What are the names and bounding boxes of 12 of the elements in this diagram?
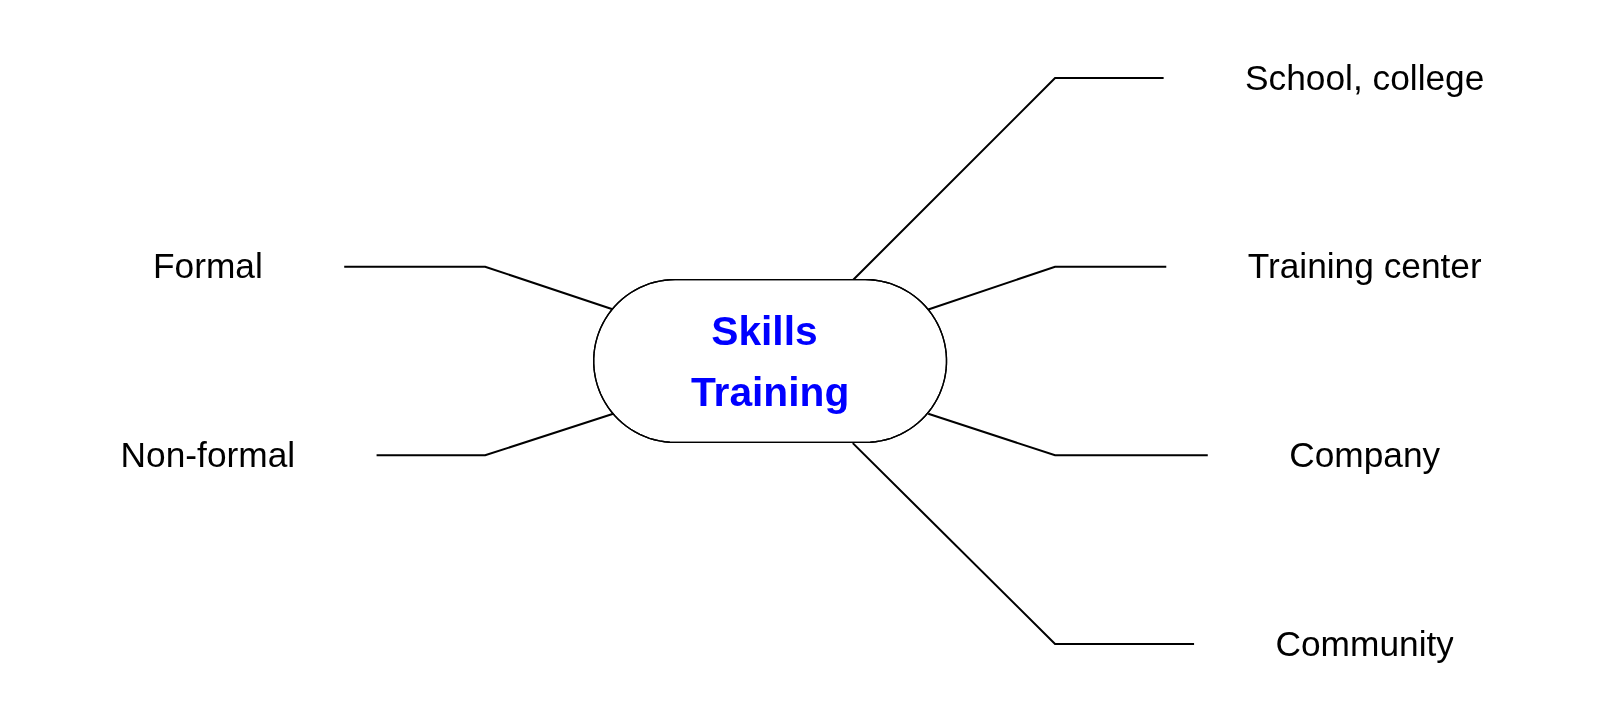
node-text: Company	[1289, 434, 1441, 475]
node-text: Non-formal	[120, 434, 296, 475]
node-text: Training center	[1247, 245, 1482, 287]
connector	[927, 412, 1208, 457]
node-text: School, college	[1245, 57, 1485, 98]
node-text: Community	[1275, 622, 1454, 664]
connector	[344, 265, 614, 311]
connector	[852, 442, 1195, 645]
connector	[852, 77, 1164, 281]
connector	[927, 265, 1167, 311]
connector	[376, 412, 614, 457]
node-text: Formal	[152, 245, 263, 287]
